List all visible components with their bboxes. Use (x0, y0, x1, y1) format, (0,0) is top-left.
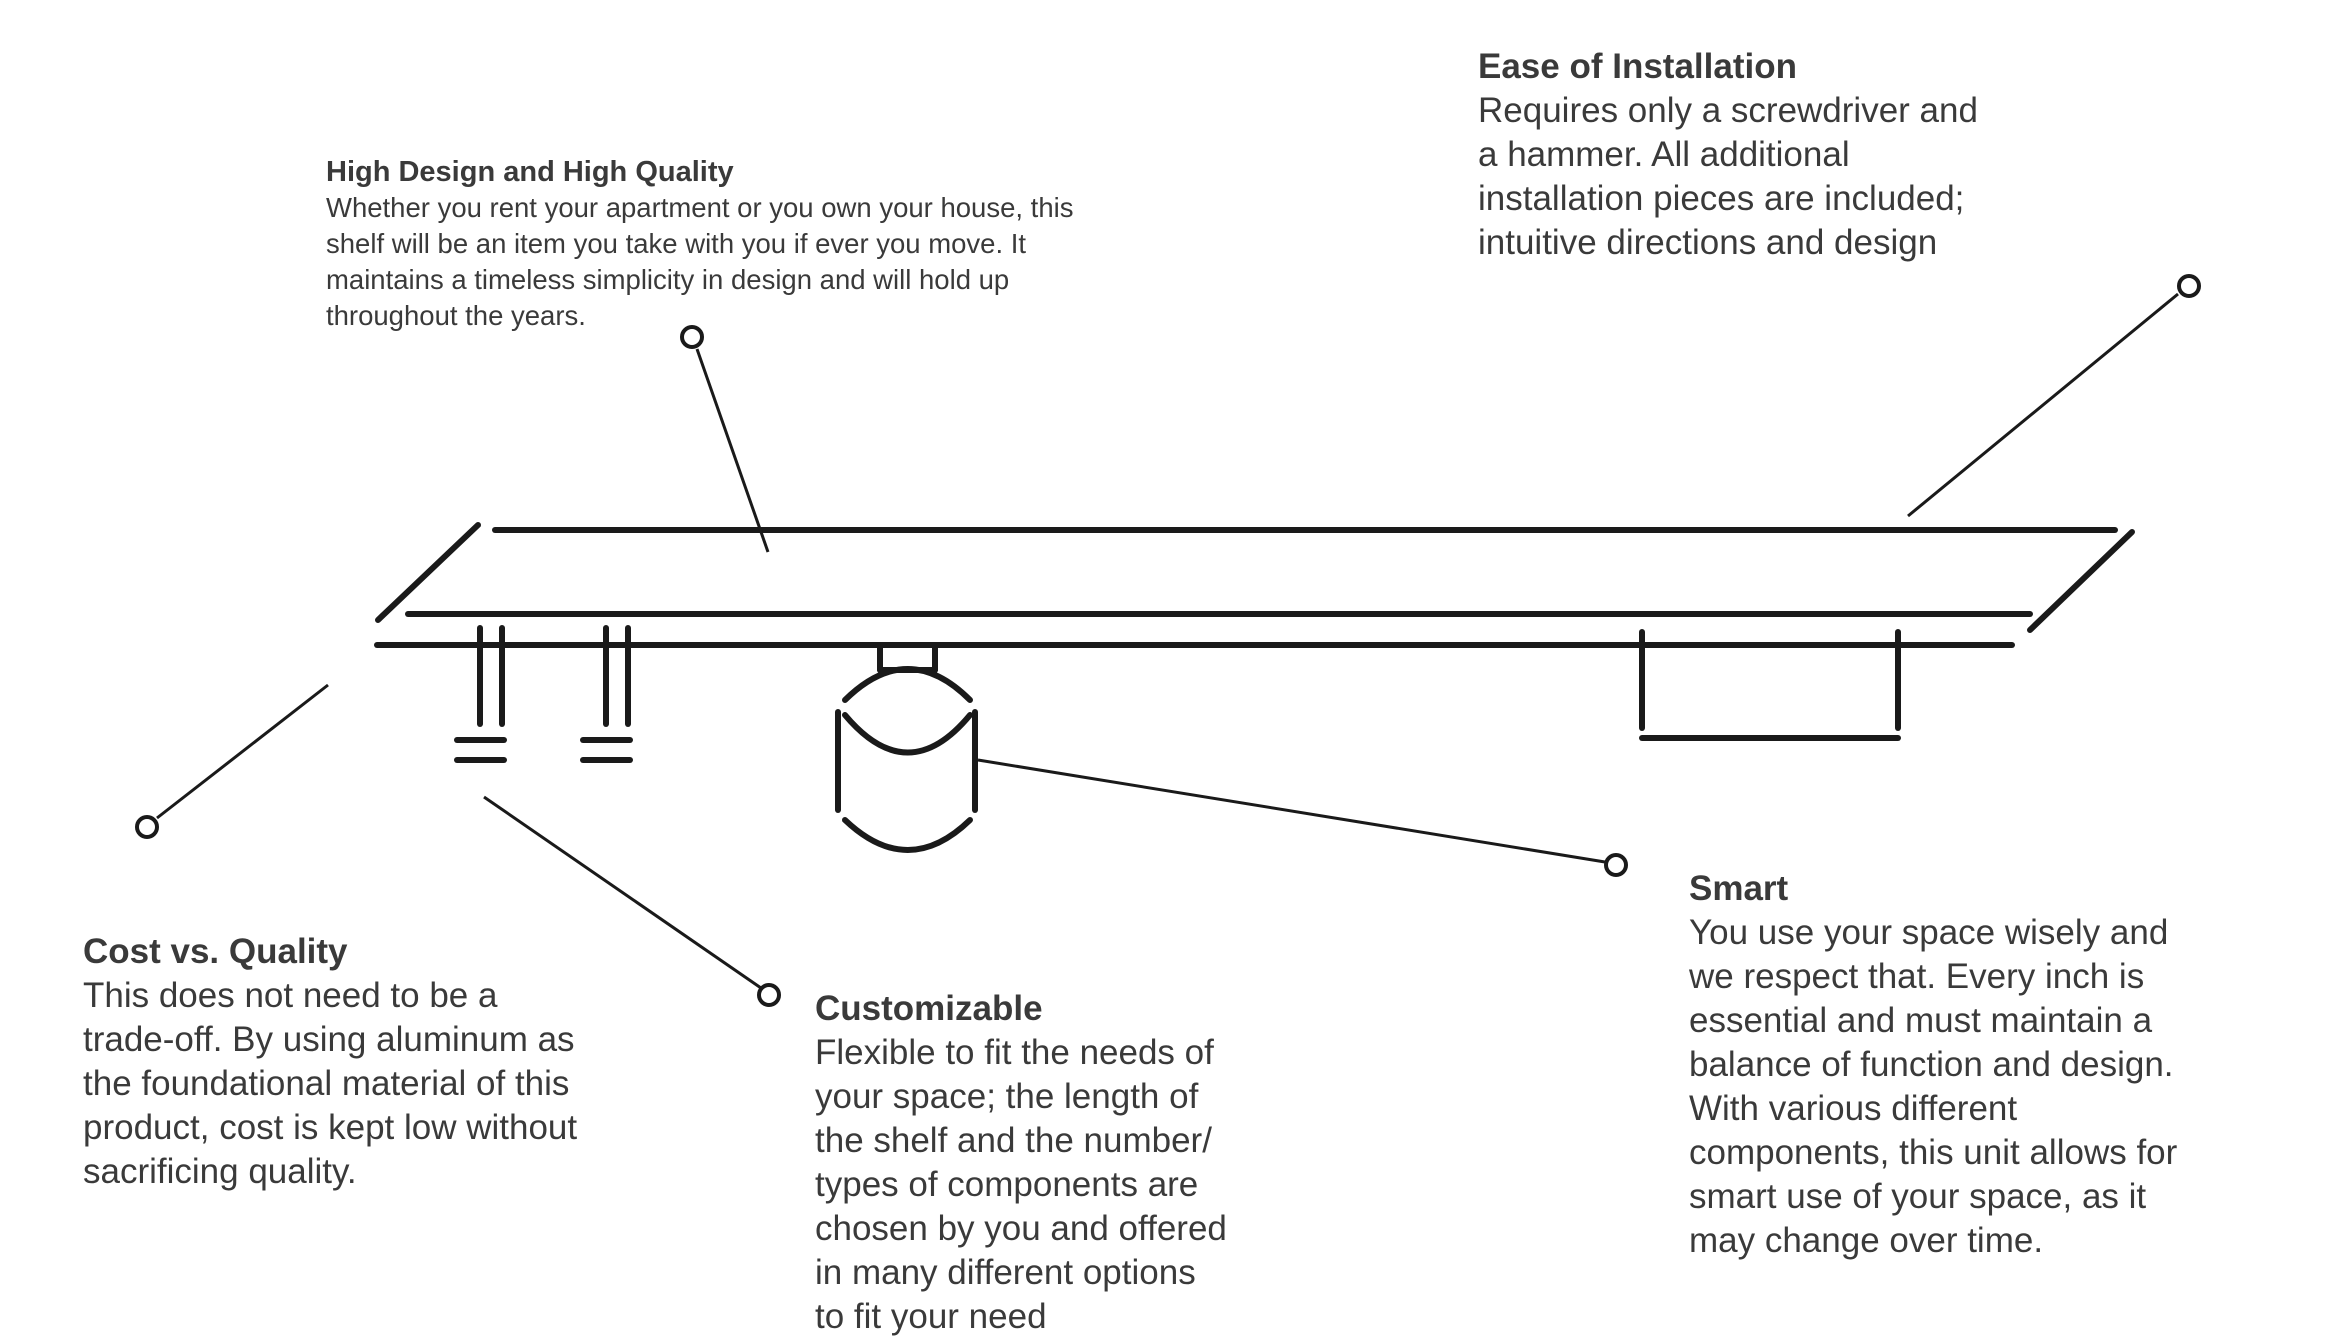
leader-smart (977, 758, 1606, 864)
leader-custom (483, 795, 762, 990)
hook-right (580, 625, 633, 763)
callout-body: This does not need to be a trade-off. By… (83, 976, 578, 1191)
leader-dot-ease (2177, 274, 2201, 298)
tray-bracket (1639, 629, 1901, 741)
callout-title: Customizable (815, 989, 1043, 1028)
callout-ease-of-installation: Ease of Installation Requires only a scr… (1478, 45, 1978, 265)
leader-ease (1907, 292, 2179, 518)
leader-cost (156, 683, 329, 820)
leader-dot-custom (757, 983, 781, 1007)
callout-title: Cost vs. Quality (83, 932, 348, 971)
leader-dot-cost (135, 815, 159, 839)
callout-body: Flexible to fit the needs of your space;… (815, 1033, 1227, 1336)
callout-title: High Design and High Quality (326, 156, 734, 188)
callout-leaders (135, 274, 2201, 1007)
leader-dot-high-design (680, 325, 704, 349)
callout-body: You use your space wisely and we respect… (1689, 913, 2178, 1260)
hook-left (454, 625, 507, 763)
callout-title: Smart (1689, 869, 1789, 908)
leader-high-design (695, 348, 770, 553)
callout-cost-vs-quality: Cost vs. Quality This does not need to b… (83, 930, 577, 1194)
callout-high-design: High Design and High Quality Whether you… (326, 154, 1073, 334)
callout-title: Ease of Installation (1478, 47, 1797, 86)
leader-dot-smart (1604, 853, 1628, 877)
callout-body: Whether you rent your apartment or you o… (326, 192, 1074, 331)
callout-smart: Smart You use your space wisely and we r… (1689, 867, 2177, 1263)
callout-customizable: Customizable Flexible to fit the needs o… (815, 987, 1227, 1339)
callout-body: Requires only a screwdriver and a hammer… (1478, 91, 1978, 262)
shelf-right-end (2027, 529, 2135, 633)
shelf-drawing (374, 522, 2135, 853)
shelf-left-end (375, 522, 481, 623)
hanging-basket (835, 645, 978, 853)
